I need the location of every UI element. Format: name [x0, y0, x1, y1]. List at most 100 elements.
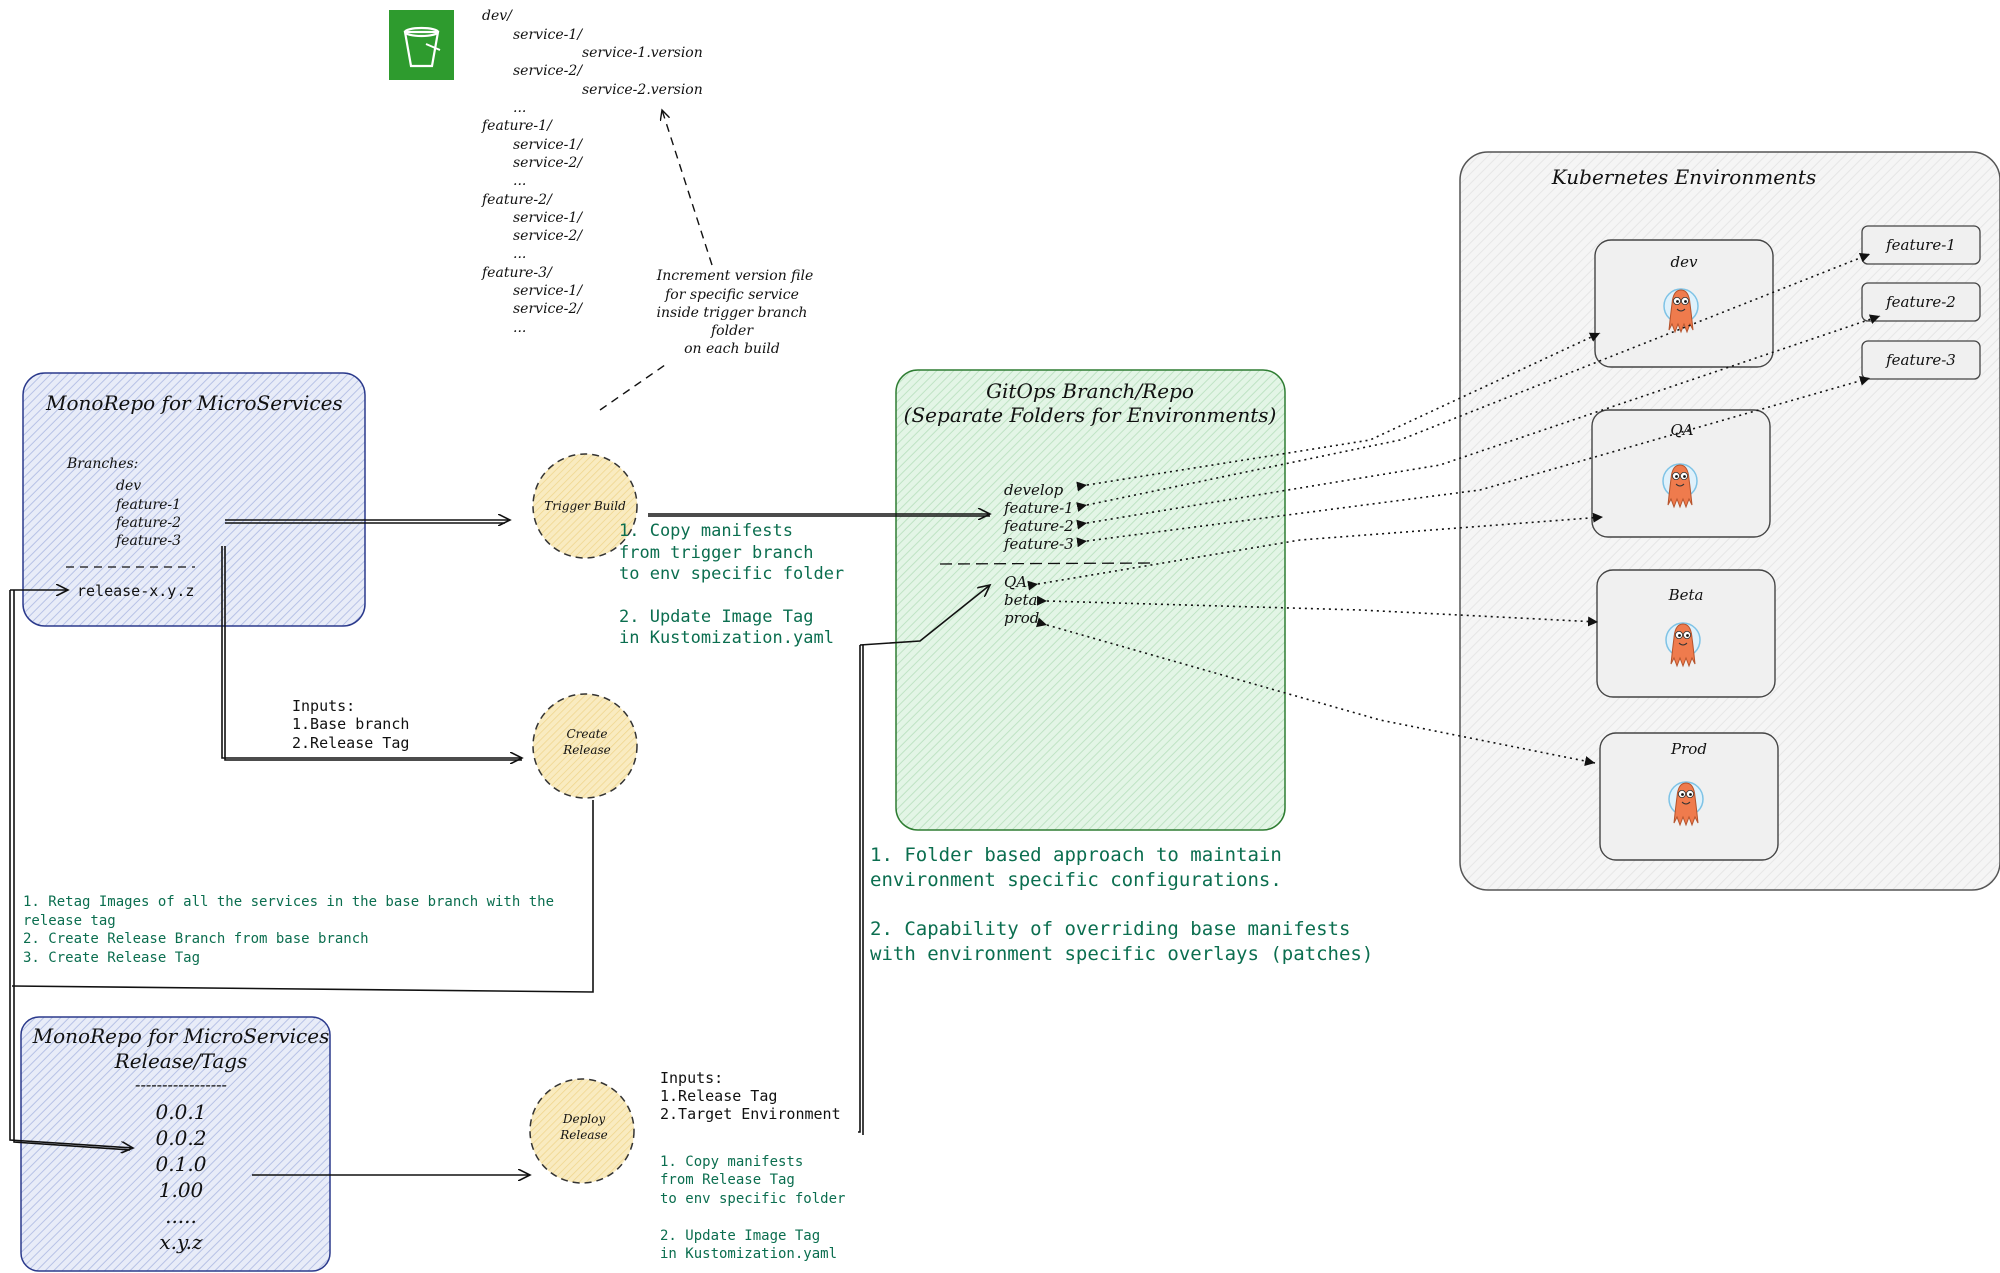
gitops-env: develop [1004, 481, 1064, 499]
tree-line: ... [513, 173, 526, 189]
note-line: Increment version file [656, 268, 814, 284]
tree-line: service-2/ [513, 155, 583, 171]
release-step-line: 3. Create Release Tag [23, 950, 200, 966]
gitops-note-line: with environment specific overlays (patc… [870, 943, 1373, 965]
argo-octopus-icon [1668, 781, 1704, 826]
deploy-inputs-line: 2.Target Environment [660, 1105, 841, 1123]
gitops-note-line: environment specific configurations. [870, 869, 1282, 891]
release-branch: release-x.y.z [77, 582, 194, 600]
increment-arrow [599, 110, 713, 411]
release-tag: 0.1.0 [156, 1152, 207, 1176]
gitops-env: feature-2 [1003, 517, 1074, 535]
release-tag: 1.00 [159, 1178, 204, 1202]
branches-label: Branches: [66, 456, 138, 472]
deploy-step-line: 1. Copy manifests [660, 1154, 803, 1170]
tree-line: service-1/ [513, 27, 583, 43]
gitops-env: QA [1004, 573, 1027, 591]
create-release-label: Release [562, 743, 611, 757]
create-release-label: Create [566, 727, 607, 741]
note-line: on each build [684, 341, 780, 357]
k8s-feature-label: feature-1 [1885, 236, 1956, 254]
deploy-inputs-line: Inputs: [660, 1069, 723, 1087]
k8s-env-label: Prod [1670, 740, 1707, 758]
deploy-step-line: in Kustomization.yaml [660, 1246, 837, 1262]
branch-item: feature-1 [115, 497, 181, 513]
deploy-step-line: from Release Tag [660, 1172, 795, 1188]
gitops-note-line: 2. Capability of overriding base manifes… [870, 918, 1350, 940]
deploy-step-line: 2. Update Image Tag [660, 1228, 820, 1244]
release-step-line: release tag [23, 913, 116, 929]
tree-line: service-1/ [513, 137, 583, 153]
tree-line: service-2/ [513, 63, 583, 79]
k8s-env-label: dev [1671, 253, 1698, 271]
tree-line: service-2/ [513, 301, 583, 317]
release-repo-dashes: ----------------- [135, 1075, 227, 1094]
deploy-inputs-line: 1.Release Tag [660, 1087, 777, 1105]
create-inputs-line: 2.Release Tag [292, 734, 409, 752]
gitops-title: GitOps Branch/Repo [986, 379, 1194, 403]
note-line: folder [710, 323, 754, 339]
deploy-step-line: to env specific folder [660, 1191, 845, 1207]
trigger-step-line: 1. Copy manifests [619, 521, 793, 541]
s3-bucket-icon [389, 10, 454, 80]
gitops-env: prod [1004, 609, 1039, 627]
k8s-feature-1-box [1861, 225, 1981, 265]
flow-arrows [9, 514, 990, 1175]
argo-octopus-icon [1662, 463, 1698, 508]
trigger-build-circle [532, 453, 638, 559]
branch-item: feature-2 [115, 515, 181, 531]
release-tag: ..... [165, 1204, 197, 1228]
tree-line: ... [513, 246, 526, 262]
sync-arrows [1027, 253, 1881, 766]
release-repo-title: MonoRepo for MicroServices [32, 1024, 330, 1048]
tree-line: service-2.version [582, 82, 703, 98]
create-inputs-line: Inputs: [292, 697, 355, 715]
release-tag: 0.0.2 [156, 1126, 207, 1150]
release-tag: 0.0.1 [156, 1100, 207, 1124]
k8s-env-label: Beta [1668, 586, 1704, 604]
tree-line: service-2/ [513, 228, 583, 244]
gitops-env: feature-1 [1003, 499, 1074, 517]
tree-line: feature-3/ [481, 265, 553, 281]
tree-line: ... [513, 100, 526, 116]
tree-line: service-1/ [513, 210, 583, 226]
tree-line: service-1.version [582, 45, 703, 61]
branch-item: feature-3 [115, 533, 181, 549]
deploy-release-label: Deploy [562, 1112, 605, 1126]
gitops-env: beta [1004, 591, 1037, 609]
tree-line: ... [513, 320, 526, 336]
argo-octopus-icon [1665, 622, 1701, 667]
k8s-feature-label: feature-3 [1885, 351, 1956, 369]
create-inputs-line: 1.Base branch [292, 715, 409, 733]
increment-note: Increment version file for specific serv… [656, 268, 814, 357]
release-tag: x.y.z [159, 1230, 203, 1254]
trigger-step-line: in Kustomization.yaml [619, 628, 834, 648]
gitops-note-line: 1. Folder based approach to maintain [870, 844, 1282, 866]
tree-line: feature-2/ [481, 192, 553, 208]
k8s-feature-label: feature-2 [1885, 293, 1956, 311]
deploy-release-label: Release [559, 1128, 608, 1142]
tree-line: service-1/ [513, 283, 583, 299]
deploy-release-circle [529, 1078, 635, 1184]
release-repo-box [20, 1016, 331, 1272]
create-release-circle [532, 693, 638, 799]
trigger-step-line: to env specific folder [619, 564, 844, 584]
argo-octopus-icon [1663, 288, 1699, 333]
release-step-line: 1. Retag Images of all the services in t… [23, 894, 554, 910]
trigger-step-line: 2. Update Image Tag [619, 607, 813, 627]
k8s-title: Kubernetes Environments [1551, 165, 1816, 189]
gitops-env: feature-3 [1003, 535, 1074, 553]
release-repo-subtitle: Release/Tags [114, 1049, 248, 1073]
note-line: for specific service [664, 287, 799, 303]
monorepo-box [22, 372, 366, 627]
monorepo-title: MonoRepo for MicroServices [45, 391, 343, 415]
branch-item: dev [116, 478, 141, 494]
tree-line: dev/ [482, 8, 513, 24]
bucket-tree: dev/ service-1/ service-1.version servic… [481, 8, 703, 336]
gitops-subtitle: (Separate Folders for Environments) [904, 403, 1277, 427]
note-line: inside trigger branch [657, 305, 808, 321]
gitops-box [895, 369, 1286, 831]
trigger-build-label: Trigger Build [544, 499, 626, 513]
trigger-step-line: from trigger branch [619, 543, 813, 563]
release-step-line: 2. Create Release Branch from base branc… [23, 931, 369, 947]
